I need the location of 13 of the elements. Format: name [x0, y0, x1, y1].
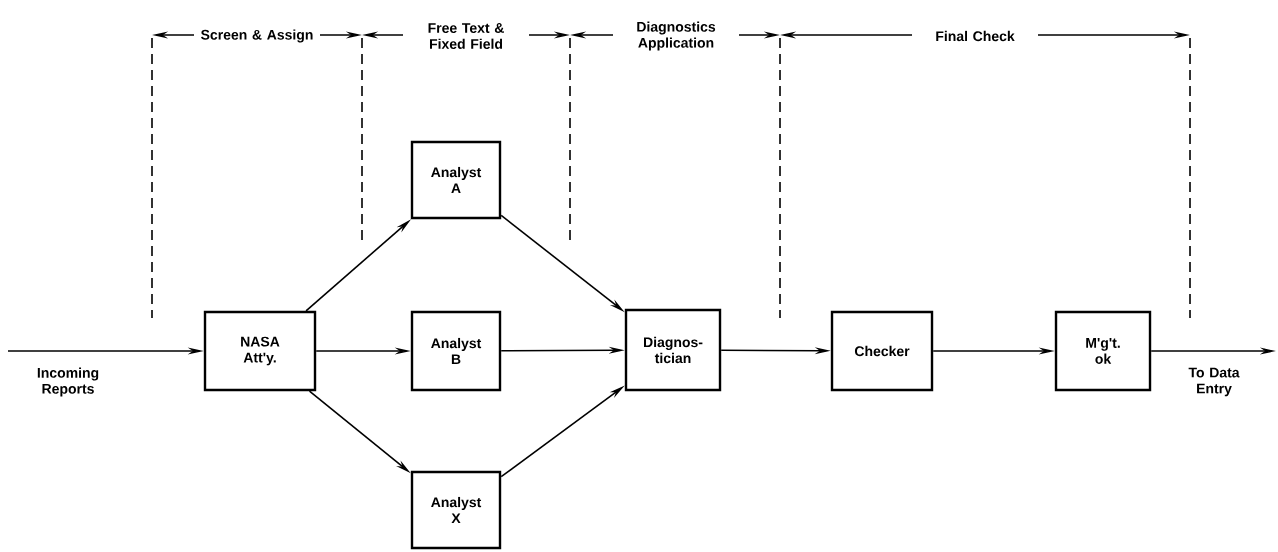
phase-label: Free Text & Fixed Field: [403, 20, 529, 52]
process-box: Checker: [830, 310, 934, 392]
process-box: NASA Att'y.: [203, 310, 317, 392]
process-box: Analyst X: [410, 470, 502, 550]
process-box: Analyst A: [410, 140, 502, 220]
process-box: Analyst B: [410, 310, 502, 392]
process-box: Diagnos- tician: [624, 308, 722, 392]
phase-label: Final Check: [912, 27, 1038, 45]
phase-label: Diagnostics Application: [613, 18, 739, 54]
process-box: M'g't. ok: [1054, 310, 1152, 392]
edge-label: To Data Entry: [1188, 367, 1240, 397]
edge-label: Incoming Reports: [37, 367, 99, 397]
phase-label: Screen & Assign: [194, 26, 320, 46]
